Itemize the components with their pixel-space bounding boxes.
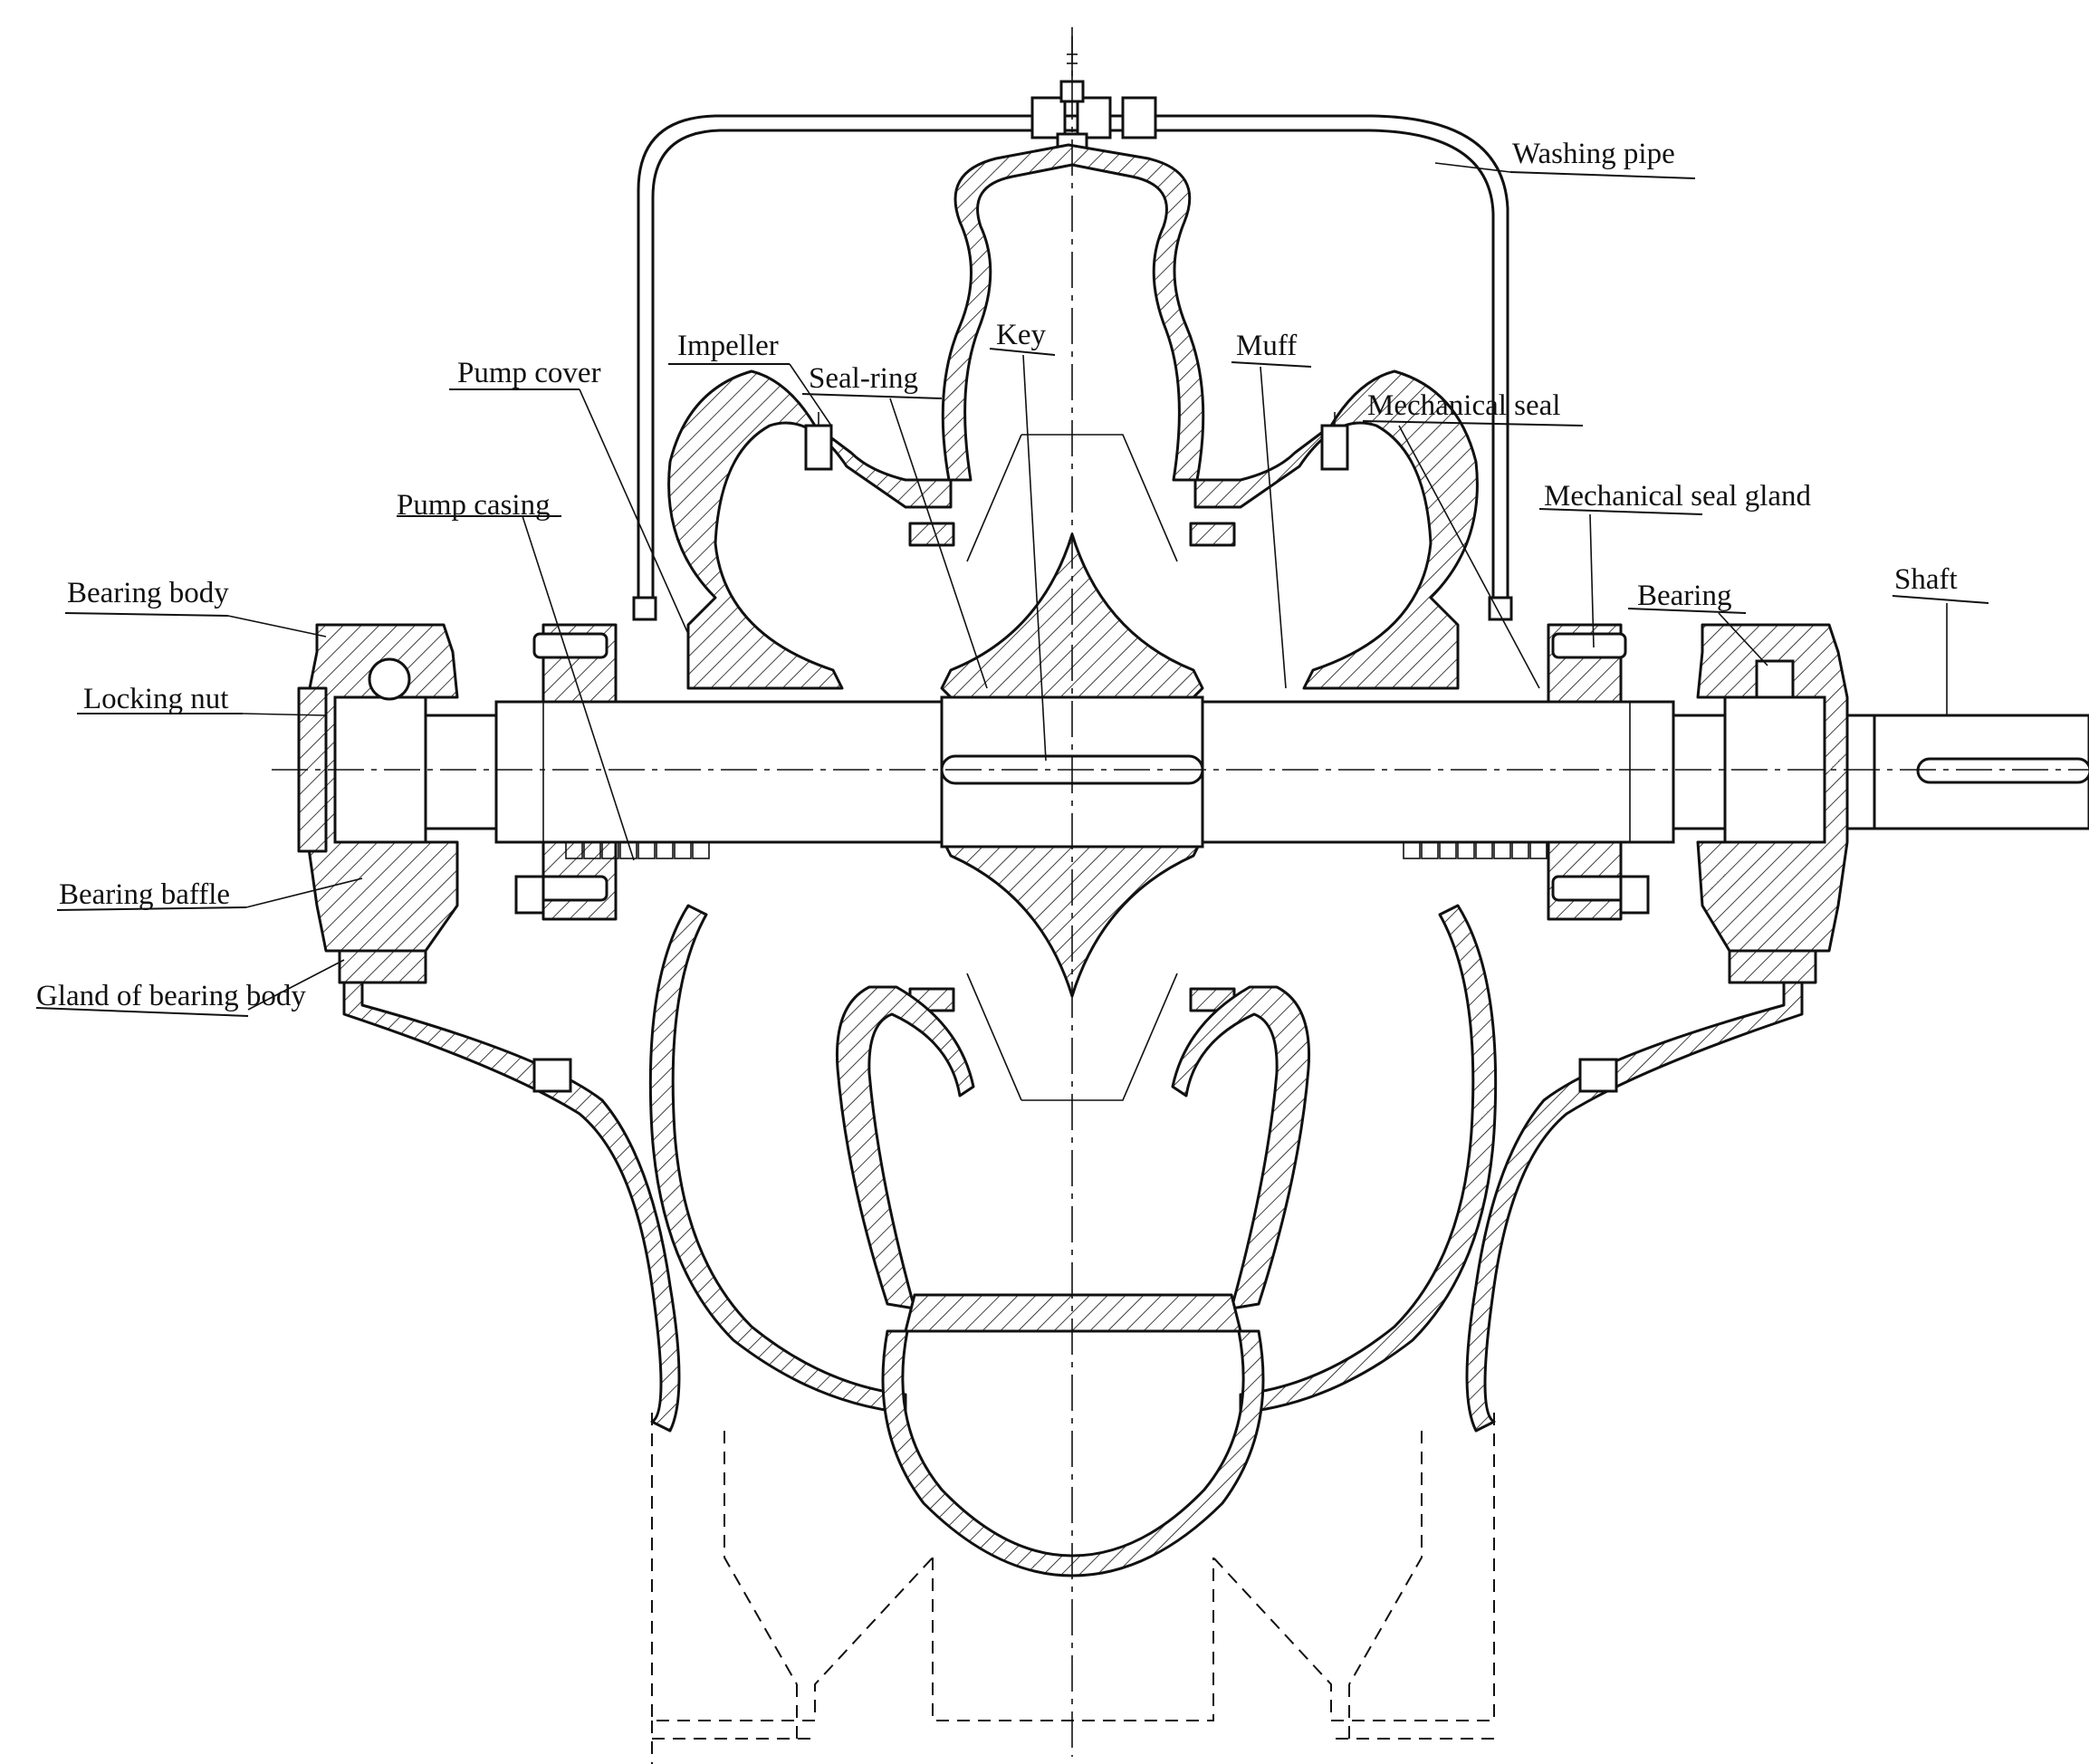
label-washing-pipe: Washing pipe [1512,138,1675,170]
label-bearing-baffle: Bearing baffle [59,878,230,911]
label-shaft: Shaft [1894,563,1958,596]
label-seal-ring: Seal-ring [809,362,918,395]
label-key: Key [996,319,1046,351]
label-bearing: Bearing [1637,580,1731,612]
label-bearing-body: Bearing body [67,577,229,609]
pump-casing [342,875,1804,1577]
label-impeller: Impeller [677,330,779,362]
center-lines [272,27,2089,1757]
label-pump-cover: Pump cover [457,357,601,389]
shaft [333,695,2089,848]
label-mechanical-seal-gland: Mechanical seal gland [1544,480,1812,513]
pump-cover [667,143,1479,690]
label-muff: Muff [1236,330,1297,362]
leader-lines [35,162,1989,1017]
label-gland-of-bearing-body: Gland of bearing body [36,980,306,1012]
label-mechanical-seal: Mechanical seal [1367,389,1560,422]
bearing-body-left [297,623,459,984]
pump-foot-dashed [651,1413,1495,1764]
mechanical-seal [532,623,1627,921]
label-locking-nut: Locking nut [83,683,228,715]
label-pump-casing: Pump casing [397,489,551,522]
part-labels: Washing pipe Impeller Key Muff Pump cove… [36,138,1958,1012]
